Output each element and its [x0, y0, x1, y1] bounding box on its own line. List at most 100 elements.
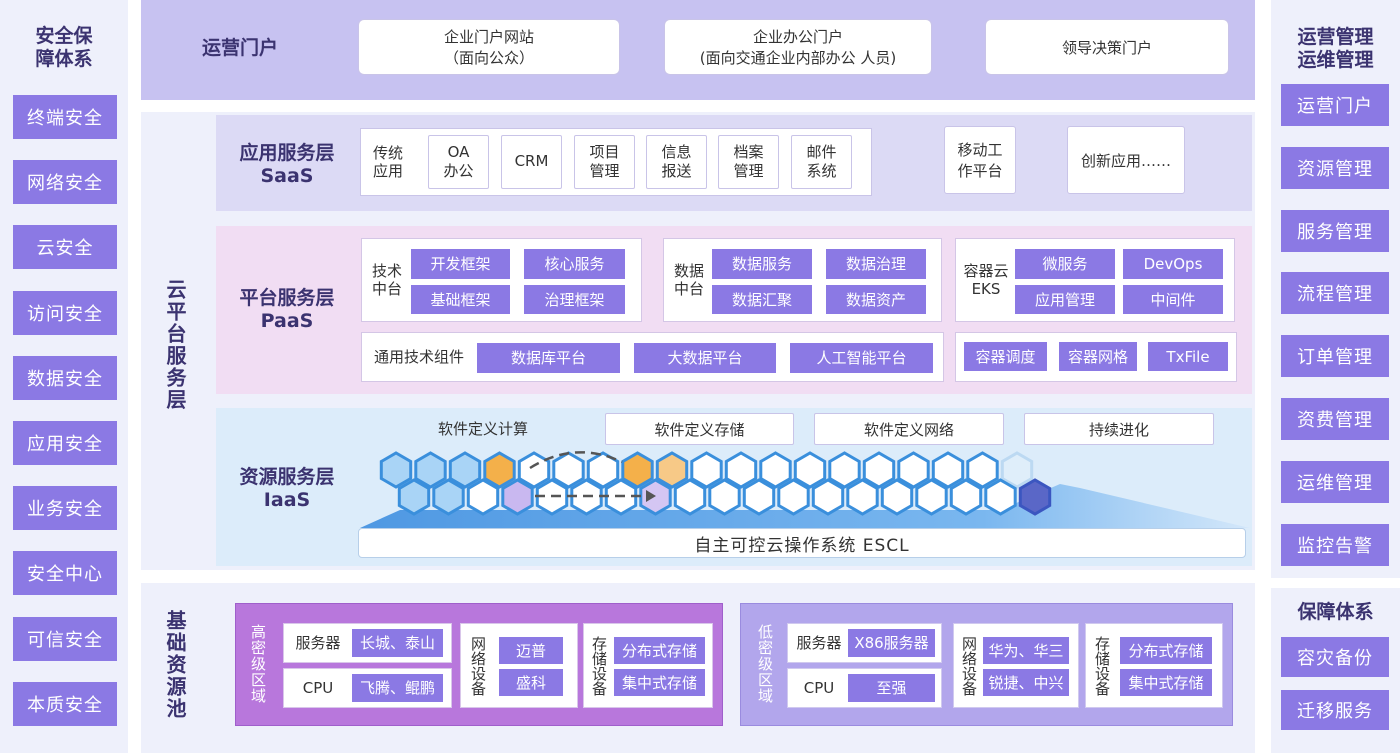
paas-container-txfile[interactable]: TxFile — [1148, 342, 1228, 371]
saas-app-box[interactable]: 信息报送 — [646, 135, 707, 189]
paas-data-governance[interactable]: 数据治理 — [826, 249, 926, 279]
saas-app-line1: 项目 — [589, 142, 620, 161]
hex-cell — [862, 451, 896, 489]
hex-cell — [517, 451, 551, 489]
hex-cell — [949, 478, 983, 516]
paas-common-bigdata[interactable]: 大数据平台 — [634, 343, 776, 373]
guarantee-item[interactable]: 容灾备份 — [1281, 637, 1389, 677]
guarantee-item[interactable]: 迁移服务 — [1281, 690, 1389, 730]
portal-box-office[interactable]: 企业办公门户 (面向交通企业内部办公 人员) — [664, 19, 932, 75]
ops-item[interactable]: 流程管理 — [1281, 272, 1389, 315]
saas-app-box[interactable]: 档案管理 — [718, 135, 779, 189]
high-storage-value-2[interactable]: 集中式存储 — [614, 669, 705, 696]
ops-item[interactable]: 资源管理 — [1281, 146, 1389, 189]
ops-item[interactable]: 运维管理 — [1281, 460, 1389, 503]
saas-app-line1: 档案 — [733, 142, 764, 161]
security-item[interactable]: 访问安全 — [13, 290, 117, 335]
iaas-os-bar[interactable]: 自主可控云操作系统 ESCL — [358, 528, 1246, 558]
portal-box-leader[interactable]: 领导决策门户 — [985, 19, 1229, 75]
low-server-value[interactable]: X86服务器 — [848, 629, 935, 657]
hex-cell — [793, 451, 827, 489]
high-net-value-2[interactable]: 盛科 — [499, 669, 563, 696]
iaas-label-line1: 资源服务层 — [239, 466, 335, 489]
saas-innovation[interactable]: 创新应用…… — [1067, 126, 1185, 194]
saas-app-box[interactable]: CRM — [501, 135, 562, 189]
saas-app-box[interactable]: 邮件系统 — [791, 135, 852, 189]
security-title-line1: 安全保 — [35, 25, 93, 48]
security-item[interactable]: 应用安全 — [13, 421, 117, 465]
cloud-platform-label: 云平台服务层 — [163, 279, 187, 411]
security-item[interactable]: 本质安全 — [13, 681, 117, 726]
hex-cell — [811, 478, 845, 516]
paas-tech-base-framework[interactable]: 基础框架 — [411, 285, 510, 314]
iaas-evolve[interactable]: 持续进化 — [1024, 413, 1214, 445]
high-net-value-1[interactable]: 迈普 — [499, 637, 563, 664]
paas-label-line2: PaaS — [260, 310, 314, 332]
security-item[interactable]: 安全中心 — [13, 551, 117, 596]
paas-common-database[interactable]: 数据库平台 — [477, 343, 620, 373]
security-item[interactable]: 可信安全 — [13, 616, 117, 661]
hex-cell — [397, 478, 431, 516]
base-pool-label: 基础资源池 — [163, 610, 187, 720]
low-cpu-value[interactable]: 至强 — [848, 674, 935, 702]
saas-app-line1: 信息 — [661, 142, 692, 161]
saas-app-line2: 管理 — [733, 162, 764, 180]
paas-data-aggregation[interactable]: 数据汇聚 — [712, 285, 812, 314]
saas-mobile-platform[interactable]: 移动工 作平台 — [944, 126, 1016, 194]
saas-app-line1: 邮件 — [806, 142, 837, 161]
ops-title-line2: 运维管理 — [1297, 49, 1374, 71]
security-item[interactable]: 云安全 — [13, 225, 117, 270]
low-zone-label: 低密级区域 — [756, 624, 774, 704]
iaas-label-line2: IaaS — [263, 489, 311, 511]
paas-tech-dev-framework[interactable]: 开发框架 — [411, 249, 510, 279]
low-storage-label: 存储设备 — [1093, 636, 1111, 696]
paas-data-assets[interactable]: 数据资产 — [826, 285, 926, 314]
ops-item[interactable]: 运营门户 — [1281, 84, 1389, 126]
security-item[interactable]: 网络安全 — [13, 160, 117, 205]
iaas-network[interactable]: 软件定义网络 — [814, 413, 1004, 445]
paas-container-app-management[interactable]: 应用管理 — [1015, 285, 1115, 314]
iaas-storage[interactable]: 软件定义存储 — [605, 413, 794, 445]
high-storage-value-1[interactable]: 分布式存储 — [614, 637, 705, 664]
paas-data-service[interactable]: 数据服务 — [712, 249, 812, 279]
low-storage-value-2[interactable]: 集中式存储 — [1120, 669, 1212, 696]
paas-container-mesh[interactable]: 容器网格 — [1059, 342, 1137, 371]
saas-app-line2: 办公 — [443, 162, 474, 180]
ops-item[interactable]: 监控告警 — [1281, 523, 1389, 566]
portal-box-enterprise[interactable]: 企业门户网站 （面向公众） — [358, 19, 620, 75]
low-net-value-1[interactable]: 华为、华三 — [983, 637, 1069, 664]
paas-container-middleware[interactable]: 中间件 — [1123, 285, 1223, 314]
paas-container-scheduling[interactable]: 容器调度 — [964, 342, 1047, 371]
security-item[interactable]: 业务安全 — [13, 486, 117, 531]
paas-tech-governance-framework[interactable]: 治理框架 — [524, 285, 625, 314]
ops-item[interactable]: 服务管理 — [1281, 209, 1389, 252]
hex-cell — [379, 451, 413, 489]
hex-cell — [897, 451, 930, 489]
ops-item[interactable]: 订单管理 — [1281, 335, 1389, 378]
paas-tech-core-service[interactable]: 核心服务 — [524, 249, 625, 279]
security-item[interactable]: 数据安全 — [13, 355, 117, 400]
saas-app-box[interactable]: 项目管理 — [574, 135, 635, 189]
saas-app-line2: 系统 — [806, 162, 837, 180]
security-item[interactable]: 终端安全 — [13, 95, 117, 139]
saas-app-line1: OA — [447, 142, 470, 161]
hex-cell — [552, 451, 585, 489]
hex-cell — [880, 478, 914, 516]
paas-container-devops[interactable]: DevOps — [1123, 249, 1223, 279]
ops-item[interactable]: 资费管理 — [1281, 398, 1389, 440]
hex-cell — [828, 451, 861, 489]
high-cpu-value[interactable]: 飞腾、鲲鹏 — [352, 674, 443, 702]
paas-common-ai[interactable]: 人工智能平台 — [790, 343, 933, 373]
high-server-value[interactable]: 长城、泰山 — [352, 629, 443, 657]
low-net-label: 网络设备 — [960, 636, 978, 696]
hex-cell — [586, 451, 620, 489]
low-storage-value-1[interactable]: 分布式存储 — [1120, 637, 1212, 664]
hex-cell — [846, 478, 879, 516]
paas-tech-label: 技术 中台 — [364, 258, 410, 302]
low-net-value-2[interactable]: 锐捷、中兴 — [983, 669, 1069, 696]
paas-container-microservice[interactable]: 微服务 — [1015, 249, 1115, 279]
hex-cell — [414, 451, 447, 489]
high-cpu-label: CPU — [302, 679, 334, 697]
hex-cell — [483, 451, 516, 489]
